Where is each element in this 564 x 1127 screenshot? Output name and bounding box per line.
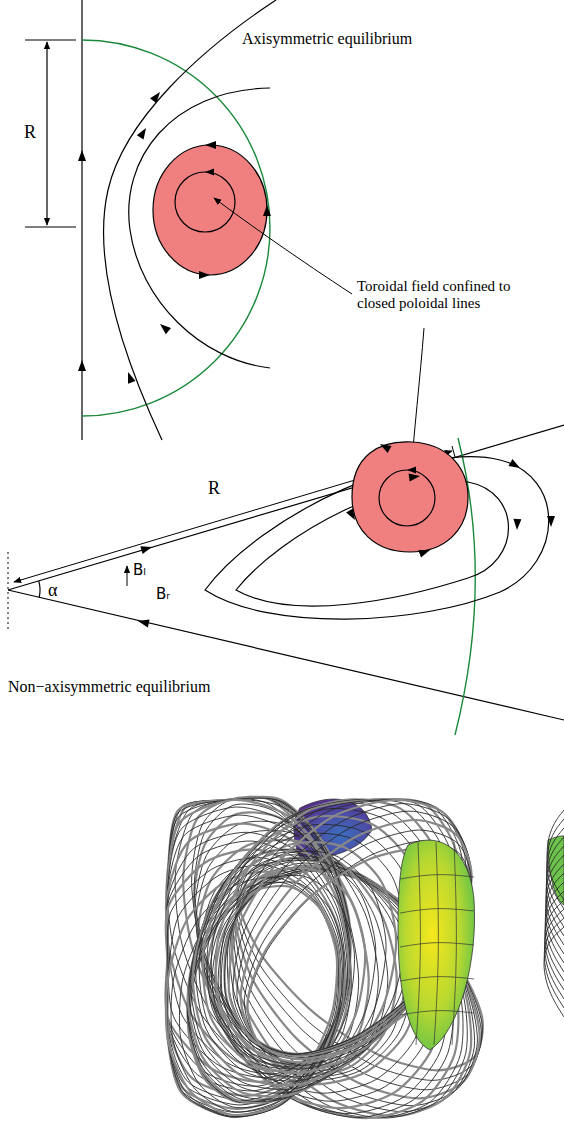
field-line <box>165 797 482 1118</box>
dimension-r <box>452 446 455 457</box>
direction-arrow <box>199 271 210 279</box>
section-title: Non−axisymmetric equilibrium <box>8 678 210 696</box>
callout-text: Toroidal field confined to closed poloid… <box>357 278 519 313</box>
direction-arrow <box>263 205 271 216</box>
direction-arrow <box>378 441 392 453</box>
wedge-edge <box>8 590 564 720</box>
component-label: Bₗ <box>133 562 146 579</box>
direction-arrow <box>157 321 171 334</box>
surface-grid <box>400 842 474 1045</box>
field-line <box>103 0 276 440</box>
section-title: Axisymmetric equilibrium <box>242 30 412 48</box>
direction-arrow <box>137 617 150 627</box>
axis-dotted <box>8 552 9 630</box>
dimension-label: R <box>208 478 220 499</box>
flux-surface <box>294 799 372 858</box>
symmetry-axis <box>81 0 82 440</box>
component-label: Bᵣ <box>156 586 170 603</box>
field-line <box>544 927 564 1017</box>
field-line <box>171 877 339 1112</box>
dimension-r <box>25 226 76 227</box>
dimension-r <box>46 42 47 225</box>
direction-arrow <box>124 371 135 384</box>
field-line <box>547 828 564 918</box>
direction-arrow <box>407 467 416 474</box>
direction-arrow <box>508 459 522 471</box>
direction-arrow <box>513 519 521 530</box>
surface-grid <box>400 909 474 913</box>
field-line <box>547 819 564 909</box>
wedge-figure <box>8 425 564 735</box>
toroidal-loop <box>175 172 235 232</box>
toroidal-loop <box>379 470 435 526</box>
direction-arrow <box>137 126 150 140</box>
field-line <box>547 810 564 900</box>
direction-arrow <box>137 441 555 628</box>
leader-line <box>214 198 352 294</box>
angle-label: α <box>48 580 57 601</box>
field-line <box>544 810 564 1017</box>
direction-arrow <box>547 516 555 527</box>
toroidal-region <box>153 145 267 275</box>
surface-grid <box>400 943 474 947</box>
direction-arrow <box>78 360 86 371</box>
direction-arrow <box>140 543 153 554</box>
surface-grid <box>452 842 456 1045</box>
direction-arrow <box>409 472 421 481</box>
direction-arrow <box>205 169 214 176</box>
surface-grid <box>416 842 420 1045</box>
field-line <box>191 824 415 1089</box>
field-line <box>129 88 270 368</box>
direction-arrow <box>78 150 86 161</box>
surface-grid <box>400 977 474 981</box>
field-line <box>544 918 564 1008</box>
axisymmetric-figure <box>25 0 276 440</box>
angle-arc <box>39 581 40 597</box>
direction-arrow <box>346 508 358 522</box>
direction-arrow <box>418 546 431 557</box>
component-arrow <box>127 566 128 586</box>
direction-arrow <box>78 90 271 384</box>
direction-arrow <box>205 141 216 149</box>
field-line-rendering <box>165 797 564 1118</box>
dimension-r <box>25 40 76 227</box>
surface-grid <box>434 842 438 1045</box>
dimension-r <box>25 39 76 40</box>
wedge-edge <box>8 425 564 590</box>
field-line <box>193 816 423 1085</box>
flux-surface <box>398 840 475 1050</box>
dimension-label: R <box>24 122 36 143</box>
toroidal-region <box>352 442 468 552</box>
direction-arrow <box>150 90 163 104</box>
boundary-arc <box>82 40 270 416</box>
surface-grid <box>400 1011 474 1015</box>
